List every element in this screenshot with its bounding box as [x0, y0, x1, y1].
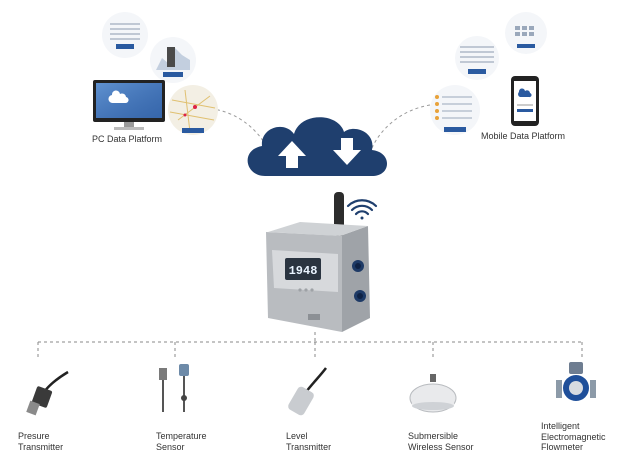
pc-table-bubble: [102, 12, 148, 58]
pc-chart-bubble: [150, 37, 196, 83]
mobile-table-bubble: [455, 36, 499, 80]
mobile-platform-cluster: [430, 12, 547, 135]
sensor-bus: [37, 332, 583, 358]
mobile-to-cloud-link: [371, 104, 431, 149]
sensor-label-pressure: Presure Transmitter: [18, 431, 64, 452]
monitor-icon: [93, 80, 165, 130]
mobile-platform-label: Mobile Data Platform: [481, 131, 566, 141]
cloud-icon: [247, 117, 387, 176]
gateway-device: 1948: [266, 192, 378, 332]
sensor-label-flowmeter: Intelligent Electromagnetic Flowmeter: [541, 421, 606, 452]
device-display: [285, 258, 321, 280]
level-transmitter-icon: [288, 367, 327, 416]
cloud-download-icon: [333, 138, 361, 165]
mobile-list-bubble: [430, 85, 480, 135]
sensor-label-submersible: Submersible Wireless Sensor: [408, 431, 474, 452]
smartphone-icon: [511, 76, 539, 126]
pc-platform-label: PC Data Platform: [92, 134, 163, 144]
mobile-grid-bubble: [505, 12, 547, 54]
flowmeter-icon: [556, 362, 596, 401]
submersible-sensor-icon: [409, 374, 457, 413]
device-display-value: 1948: [289, 264, 318, 278]
sensor-label-temperature: Temperature Sensor: [156, 431, 207, 452]
map-icon: [183, 105, 197, 117]
sensor-label-level: Level Transmitter: [286, 431, 332, 452]
pressure-transmitter-icon: [26, 370, 69, 416]
device-connectors: [352, 260, 366, 302]
cloud-upload-icon: [278, 141, 306, 168]
temperature-sensor-icon: [159, 364, 189, 412]
wifi-icon: [346, 199, 378, 220]
pc-platform-cluster: [93, 12, 218, 135]
pc-map-bubble: [168, 85, 218, 135]
